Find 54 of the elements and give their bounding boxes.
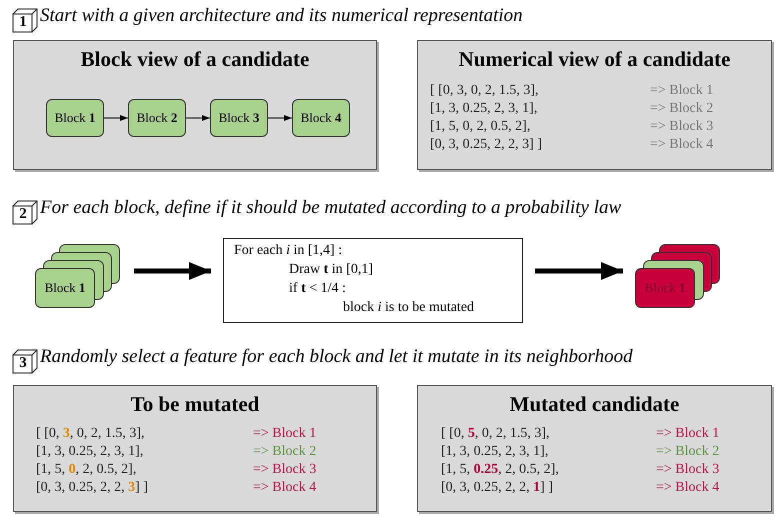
- block-node: Block 1: [35, 268, 95, 308]
- block-reference: => Block 2: [253, 444, 316, 460]
- panel: [417, 40, 772, 170]
- matrix-row: [1, 5, 0.25, 2, 0.5, 2],: [441, 462, 559, 478]
- arrow: [104, 115, 128, 121]
- arrow: [268, 115, 292, 121]
- pseudo-code-line: block i is to be mutated: [343, 300, 474, 316]
- panel-title: Block view of a candidate: [80, 47, 310, 72]
- matrix-row: [1, 3, 0.25, 2, 3, 1],: [36, 444, 144, 460]
- block-reference: => Block 3: [650, 119, 714, 135]
- matrix-row: [1, 3, 0.25, 2, 3, 1],: [430, 101, 538, 117]
- block-reference: => Block 1: [253, 426, 316, 442]
- arrow: [186, 115, 210, 121]
- matrix-row: [0, 3, 0.25, 2, 2, 3] ]: [36, 480, 148, 496]
- block-reference: => Block 4: [656, 480, 720, 496]
- block-node: Block 4: [292, 99, 350, 137]
- block-reference: => Block 3: [656, 462, 720, 478]
- panel-title: Mutated candidate: [508, 392, 680, 417]
- block-node: Block 2: [128, 99, 186, 137]
- matrix-row: [0, 3, 0.25, 2, 2, 1] ]: [441, 480, 553, 496]
- matrix-row: [ [0, 3, 0, 2, 1.5, 3],: [36, 426, 144, 442]
- pseudo-code-box: [223, 238, 523, 323]
- block-reference: => Block 4: [253, 480, 316, 496]
- block-reference: => Block 1: [656, 426, 720, 442]
- step-heading: Randomly select a feature for each block and let it mutate in its neighborhood: [40, 346, 633, 368]
- block-node: Block 3: [210, 99, 268, 137]
- matrix-row: [0, 3, 0.25, 2, 2, 3] ]: [430, 137, 542, 153]
- step-heading: For each block, define if it should be mutated according to a probability law: [40, 197, 622, 219]
- panel-title: Numerical view of a candidate: [458, 47, 732, 72]
- step-number: 2: [18, 206, 28, 223]
- panel: [13, 385, 377, 512]
- step-heading: Start with a given architecture and its numerical representation: [40, 5, 523, 27]
- pseudo-code-line: Draw t in [0,1]: [289, 262, 373, 278]
- arrow: [134, 262, 211, 280]
- pseudo-code-line: if t < 1/4 :: [289, 281, 346, 297]
- step-number: 1: [18, 14, 28, 31]
- panel: [417, 385, 772, 512]
- matrix-row: [1, 3, 0.25, 2, 3, 1],: [441, 444, 548, 460]
- matrix-row: [1, 5, 0, 2, 0.5, 2],: [430, 119, 530, 135]
- block-reference: => Block 4: [650, 137, 714, 153]
- block-reference: => Block 1: [650, 83, 714, 99]
- pseudo-code-line: For each i in [1,4] :: [234, 243, 342, 259]
- panel: [13, 40, 377, 170]
- panel-title: To be mutated: [130, 392, 260, 417]
- block-node: Block 1: [635, 268, 695, 308]
- block-reference: => Block 3: [253, 462, 316, 478]
- matrix-row: [1, 5, 0, 2, 0.5, 2],: [36, 462, 136, 478]
- step-number: 3: [18, 355, 28, 372]
- block-node: Block 1: [46, 99, 104, 137]
- block-reference: => Block 2: [656, 444, 720, 460]
- matrix-row: [ [0, 5, 0, 2, 1.5, 3],: [441, 426, 550, 442]
- arrow: [535, 262, 623, 280]
- matrix-row: [ [0, 3, 0, 2, 1.5, 3],: [430, 83, 538, 99]
- block-reference: => Block 2: [650, 101, 714, 117]
